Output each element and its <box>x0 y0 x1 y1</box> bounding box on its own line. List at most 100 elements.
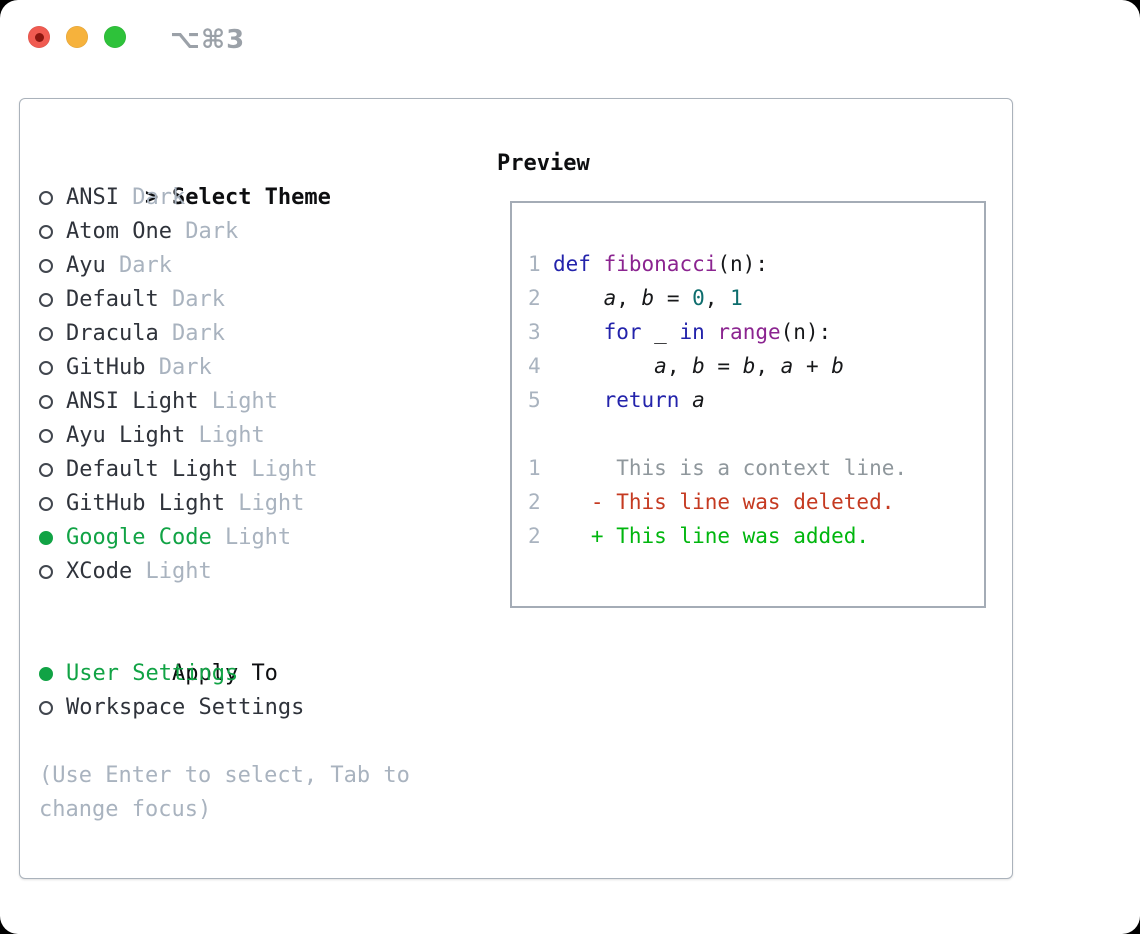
bullet-circle-icon <box>39 327 53 341</box>
theme-variant: Dark <box>105 253 172 278</box>
bullet-circle-icon <box>39 531 53 545</box>
diff-text: + This line was added. <box>553 524 870 548</box>
select-theme-header: >Select Theme <box>39 147 497 210</box>
diff-line-added: 2 + This line was added. <box>528 519 984 553</box>
theme-option-xcode[interactable]: XCode Light <box>39 555 497 589</box>
theme-name: Default <box>66 287 159 312</box>
radio-icon <box>39 351 66 385</box>
spacer <box>39 589 497 623</box>
token-pl <box>679 388 692 412</box>
token-pl: , <box>704 286 731 310</box>
token-pl: , <box>755 354 781 378</box>
spacer <box>39 725 497 759</box>
apply-option-label: Workspace Settings <box>66 695 305 720</box>
bullet-circle-icon <box>39 463 53 477</box>
token-pl: = <box>654 286 693 310</box>
line-number: 2 <box>528 286 541 310</box>
radio-icon <box>39 555 66 589</box>
bullet-circle-icon <box>39 225 53 239</box>
radio-icon <box>39 181 66 215</box>
theme-option-atom-one[interactable]: Atom One Dark <box>39 215 497 249</box>
apply-option-workspace-settings[interactable]: Workspace Settings <box>39 691 497 725</box>
token-pl <box>553 320 604 344</box>
token-var: b <box>831 354 844 378</box>
theme-variant: Light <box>185 423 265 448</box>
theme-option-dracula[interactable]: Dracula Dark <box>39 317 497 351</box>
radio-icon <box>39 385 66 419</box>
theme-variant: Light <box>238 457 318 482</box>
close-button[interactable] <box>28 26 50 48</box>
theme-name: GitHub Light <box>66 491 225 516</box>
token-pl <box>553 286 604 310</box>
bullet-circle-icon <box>39 565 53 579</box>
theme-option-ayu-light[interactable]: Ayu Light Light <box>39 419 497 453</box>
theme-option-github[interactable]: GitHub Dark <box>39 351 497 385</box>
line-number: 3 <box>528 320 541 344</box>
token-fn: fibonacci <box>603 252 718 276</box>
window-shortcut-title: ⌥⌘3 <box>170 25 246 55</box>
token-var: b <box>692 354 705 378</box>
radio-icon <box>39 317 66 351</box>
code-line-4: 4 a, b = b, a + b <box>528 349 984 383</box>
token-pl: = <box>704 354 743 378</box>
theme-name: Dracula <box>66 321 159 346</box>
theme-option-ansi[interactable]: ANSI Dark <box>39 181 497 215</box>
token-fn: range <box>717 320 781 344</box>
theme-option-default-light[interactable]: Default Light Light <box>39 453 497 487</box>
line-number: 1 <box>528 456 541 480</box>
theme-variant: Dark <box>158 287 225 312</box>
apply-to-header: Apply To <box>39 623 497 686</box>
token-var: a <box>780 354 794 378</box>
token-pl <box>553 388 604 412</box>
select-theme-label: Select Theme <box>171 185 331 210</box>
code-line-3: 3 for _ in range(n): <box>528 315 984 349</box>
zoom-button[interactable] <box>104 26 126 48</box>
theme-option-google-code[interactable]: Google Code Light <box>39 521 497 555</box>
theme-variant: Light <box>224 491 305 516</box>
radio-icon <box>39 419 66 453</box>
apply-option-user-settings[interactable]: User Settings <box>39 657 497 691</box>
code-line-5: 5 return a <box>528 383 984 417</box>
token-kw: return <box>603 388 680 412</box>
code-line-2: 2 a, b = 0, 1 <box>528 281 984 315</box>
theme-variant: Dark <box>171 219 239 244</box>
line-number: 2 <box>528 490 541 514</box>
theme-name: Ayu Light <box>66 423 186 448</box>
token-pl: , <box>616 286 642 310</box>
theme-name: ANSI Light <box>66 389 199 414</box>
token-var: b <box>641 286 655 310</box>
radio-icon <box>39 453 66 487</box>
token-kw: def <box>553 252 591 276</box>
token-pl <box>553 354 654 378</box>
minimize-button[interactable] <box>66 26 88 48</box>
theme-variant: Light <box>132 559 212 584</box>
diff-text: This is a context line. <box>553 456 908 480</box>
token-var: a <box>692 388 705 412</box>
token-var: b <box>742 354 756 378</box>
theme-option-ansi-light[interactable]: ANSI Light Light <box>39 385 497 419</box>
diff-line-deleted: 2 - This line was deleted. <box>528 485 984 519</box>
token-var: a <box>603 286 617 310</box>
radio-icon <box>39 691 66 725</box>
diff-line-context: 1 This is a context line. <box>528 451 984 485</box>
theme-option-default[interactable]: Default Dark <box>39 283 497 317</box>
token-pl: _ <box>641 320 680 344</box>
theme-option-github-light[interactable]: GitHub Light Light <box>39 487 497 521</box>
line-number: 5 <box>528 388 541 412</box>
bullet-circle-icon <box>39 361 53 375</box>
preview-label: Preview <box>497 151 590 176</box>
theme-option-ayu[interactable]: Ayu Dark <box>39 249 497 283</box>
line-number: 1 <box>528 252 541 276</box>
help-text: (Use Enter to select, Tab to change focu… <box>39 763 410 822</box>
bullet-circle-icon <box>39 293 53 307</box>
radio-icon <box>39 215 66 249</box>
theme-name: XCode <box>66 559 133 584</box>
theme-name: Default Light <box>66 457 239 482</box>
token-lit: 1 <box>730 286 743 310</box>
token-pl: + <box>793 354 832 378</box>
